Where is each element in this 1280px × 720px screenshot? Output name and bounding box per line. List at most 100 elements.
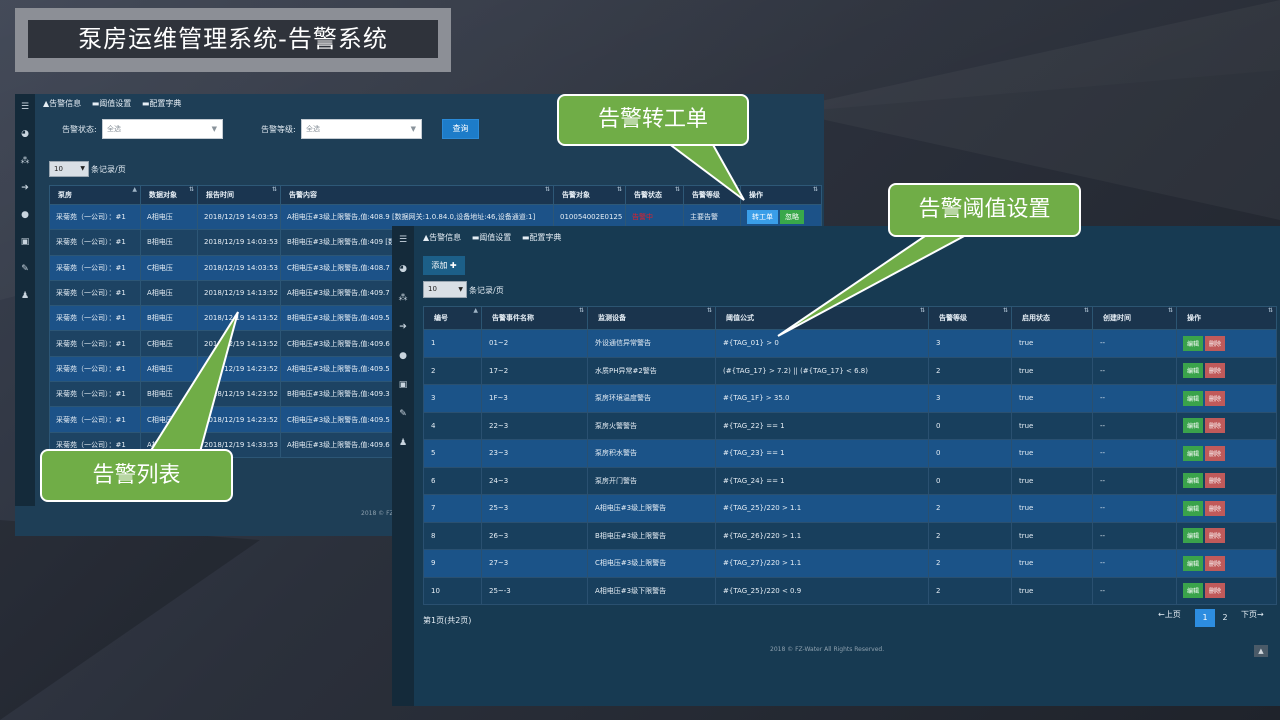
column-header[interactable]: 告警状态⇅ <box>625 185 684 205</box>
column-header[interactable]: 告警对象⇅ <box>553 185 626 205</box>
edit-button[interactable]: 编辑 <box>1183 363 1204 379</box>
column-header[interactable]: 数据对象⇅ <box>140 185 198 205</box>
scroll-top-button[interactable]: ▲ <box>1254 645 1268 657</box>
cell-obj-text: B相电压 <box>147 314 173 323</box>
cell-time: 2018/12/19 14:13:52 <box>197 330 281 357</box>
page-1-button[interactable]: 1 <box>1195 609 1215 627</box>
delete-button[interactable]: 删除 <box>1205 418 1226 434</box>
chevron-down-icon: ▼ <box>211 125 217 133</box>
cell-formula: #{TAG_25}/220 > 1.1 <box>715 494 929 523</box>
delete-button[interactable]: 删除 <box>1205 390 1226 406</box>
wrench-icon[interactable]: ✎ <box>21 264 29 274</box>
edit-button[interactable]: 编辑 <box>1183 528 1204 544</box>
sitemap-icon[interactable]: ⁂ <box>398 293 408 303</box>
wrench-icon[interactable]: ✎ <box>399 409 407 419</box>
sort-icon: ⇅ <box>544 186 550 193</box>
globe-icon[interactable]: ◕ <box>21 129 29 139</box>
ignore-button[interactable]: 忽略 <box>780 210 804 225</box>
tab-dictionary[interactable]: ▬配置字典 <box>521 233 562 242</box>
cell-level-text: 2 <box>936 504 941 513</box>
drop-icon[interactable]: ● <box>21 210 29 220</box>
edit-button[interactable]: 编辑 <box>1183 335 1204 351</box>
sort-icon: ⇅ <box>919 307 925 314</box>
cell-level-text: 2 <box>936 586 941 595</box>
edit-button[interactable]: 编辑 <box>1183 418 1204 434</box>
cell-enabled-text: true <box>1019 476 1034 485</box>
delete-button[interactable]: 删除 <box>1205 583 1226 599</box>
cell-enabled-text: true <box>1019 366 1034 375</box>
edit-button[interactable]: 编辑 <box>1183 473 1204 489</box>
globe-icon[interactable]: ◕ <box>399 264 407 274</box>
cell-obj-text: A相电压 <box>147 440 173 449</box>
column-header[interactable]: 告警等级⇅ <box>928 306 1012 330</box>
pager-prev[interactable]: ←上页 <box>1158 610 1181 619</box>
column-header[interactable]: 监测设备⇅ <box>587 306 716 330</box>
column-header[interactable]: 操作⇅ <box>740 185 822 205</box>
delete-button[interactable]: 删除 <box>1205 500 1226 516</box>
menu-icon[interactable]: ☰ <box>398 235 408 245</box>
transfer-ticket-button[interactable]: 转工单 <box>747 210 778 225</box>
cell-enabled: true <box>1011 411 1093 440</box>
tab-bar: ▲告警信息 ▬阈值设置 ▬配置字典 <box>43 98 189 109</box>
column-header[interactable]: 告警等级⇅ <box>683 185 741 205</box>
image-icon[interactable]: ▣ <box>398 380 408 390</box>
query-button[interactable]: 查询 <box>442 119 479 139</box>
tab-alarm-info[interactable]: ▲告警信息 <box>423 233 462 242</box>
column-header[interactable]: 启用状态⇅ <box>1011 306 1093 330</box>
column-header[interactable]: 告警内容⇅ <box>280 185 554 205</box>
drop-icon[interactable]: ● <box>399 351 407 361</box>
edit-button[interactable]: 编辑 <box>1183 445 1204 461</box>
user-icon[interactable]: ♟ <box>398 438 408 448</box>
edit-button[interactable]: 编辑 <box>1183 500 1204 516</box>
pager-next[interactable]: 下页→ <box>1241 610 1264 619</box>
sitemap-icon[interactable]: ⁂ <box>20 156 30 166</box>
cell-device-text: C相电压#3级上限警告 <box>595 559 667 568</box>
page-size-select[interactable]: 10 ▼ <box>423 281 467 298</box>
sign-in-icon[interactable]: ➔ <box>21 183 29 193</box>
level-select[interactable]: 全选 ▼ <box>301 119 422 139</box>
tab-alarm-info[interactable]: ▲告警信息 <box>43 99 82 108</box>
delete-button[interactable]: 删除 <box>1205 363 1226 379</box>
column-header[interactable]: 阈值公式⇅ <box>715 306 929 330</box>
cell-obj-text: A相电压 <box>147 364 173 373</box>
page-title: 泵房运维管理系统-告警系统 <box>28 20 438 58</box>
delete-button[interactable]: 删除 <box>1205 473 1226 489</box>
delete-button[interactable]: 删除 <box>1205 445 1226 461</box>
column-header[interactable]: 操作⇅ <box>1176 306 1277 330</box>
image-icon[interactable]: ▣ <box>20 237 30 247</box>
cell-time-text: 2018/12/19 14:13:52 <box>204 289 279 298</box>
tab-dictionary[interactable]: ▬配置字典 <box>141 99 182 108</box>
cell-device: A相电压#3级上限警告 <box>587 494 716 523</box>
delete-button[interactable]: 删除 <box>1205 528 1226 544</box>
column-header[interactable]: 告警事件名称⇅ <box>481 306 588 330</box>
column-header[interactable]: 泵房▲ <box>49 185 141 205</box>
tab-threshold[interactable]: ▬阈值设置 <box>91 99 132 108</box>
status-select[interactable]: 全选 ▼ <box>102 119 223 139</box>
column-header[interactable]: 编号▲ <box>423 306 482 330</box>
delete-button[interactable]: 删除 <box>1205 555 1226 571</box>
column-header[interactable]: 报告时间⇅ <box>197 185 281 205</box>
sign-in-icon[interactable]: ➔ <box>399 322 407 332</box>
edit-button[interactable]: 编辑 <box>1183 390 1204 406</box>
tab-threshold[interactable]: ▬阈值设置 <box>471 233 512 242</box>
cell-device-text: 水质PH异常#2警告 <box>595 366 657 375</box>
edit-button[interactable]: 编辑 <box>1183 583 1204 599</box>
page-size-select[interactable]: 10 ▼ <box>49 161 89 177</box>
page-2-button[interactable]: 2 <box>1222 613 1228 622</box>
delete-button[interactable]: 删除 <box>1205 335 1226 351</box>
user-icon[interactable]: ♟ <box>20 291 30 301</box>
menu-icon[interactable]: ☰ <box>20 102 30 112</box>
column-header[interactable]: 创建时间⇅ <box>1092 306 1177 330</box>
edit-button[interactable]: 编辑 <box>1183 555 1204 571</box>
add-button[interactable]: 添加 ✚ <box>423 256 465 275</box>
